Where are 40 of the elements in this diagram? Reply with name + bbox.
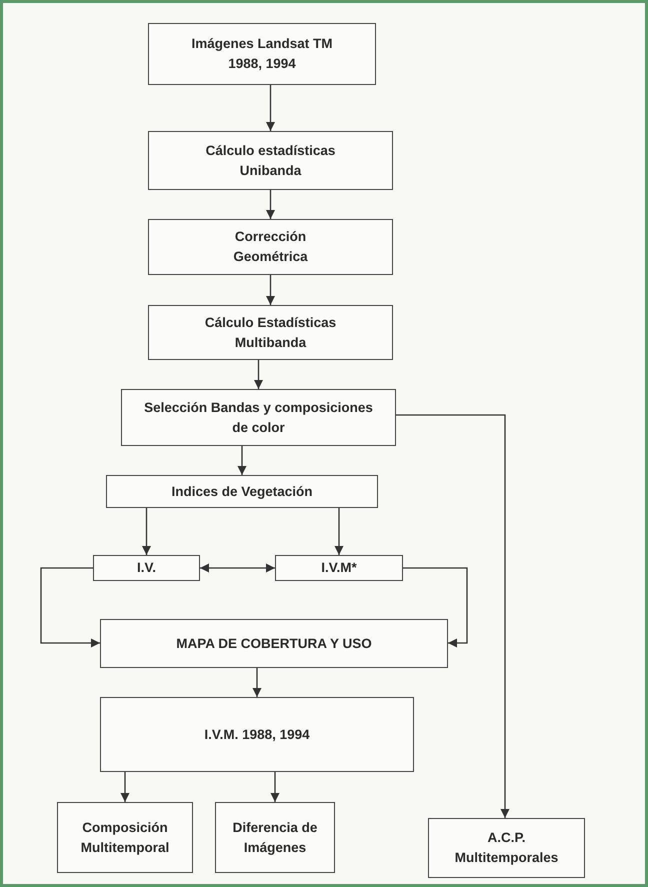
arrow <box>238 446 246 475</box>
arrow <box>266 275 275 305</box>
process-box <box>215 802 335 873</box>
box-label: I.V. <box>136 559 156 578</box>
box-label: A.C.P. Multitemporales <box>454 829 560 867</box>
arrow <box>266 85 275 131</box>
process-box <box>106 475 378 508</box>
process-box <box>121 389 396 446</box>
arrow <box>120 772 130 802</box>
box-label: MAPA DE COBERTURA Y USO <box>176 634 372 653</box>
box-label: Imágenes Landsat TM 1988, 1994 <box>190 35 334 73</box>
box-label: Composición Multitemporal <box>80 818 170 857</box>
arrow <box>270 772 280 802</box>
arrow <box>142 508 151 555</box>
process-box <box>428 818 585 878</box>
box-label: Indices de Vegetación <box>171 482 313 501</box>
box-label: I.V.M* <box>321 559 357 578</box>
process-box <box>57 802 193 873</box>
arrow <box>266 190 275 219</box>
process-box <box>148 219 393 275</box>
arrow <box>40 567 100 648</box>
box-label: Cálculo estadísticas Unibanda <box>204 142 336 180</box>
box-label: Corrección Geométrica <box>232 228 309 266</box>
process-box <box>100 697 414 772</box>
process-box <box>148 23 376 85</box>
arrow <box>254 360 263 389</box>
box-label: Selección Bandas y composiciones de color <box>144 398 374 436</box>
process-box <box>100 619 448 668</box>
process-box <box>93 555 200 581</box>
arrow <box>200 564 275 572</box>
process-box <box>148 131 393 190</box>
box-label: Cálculo Estadísticas Multibanda <box>204 314 338 352</box>
box-label: I.V.M. 1988, 1994 <box>204 726 310 744</box>
box-label: Diferencia de Imágenes <box>232 818 318 857</box>
process-box <box>275 555 403 581</box>
process-box <box>148 305 393 360</box>
arrow <box>403 567 468 648</box>
arrow <box>334 508 344 555</box>
arrow <box>252 668 262 697</box>
arrow <box>396 414 510 818</box>
